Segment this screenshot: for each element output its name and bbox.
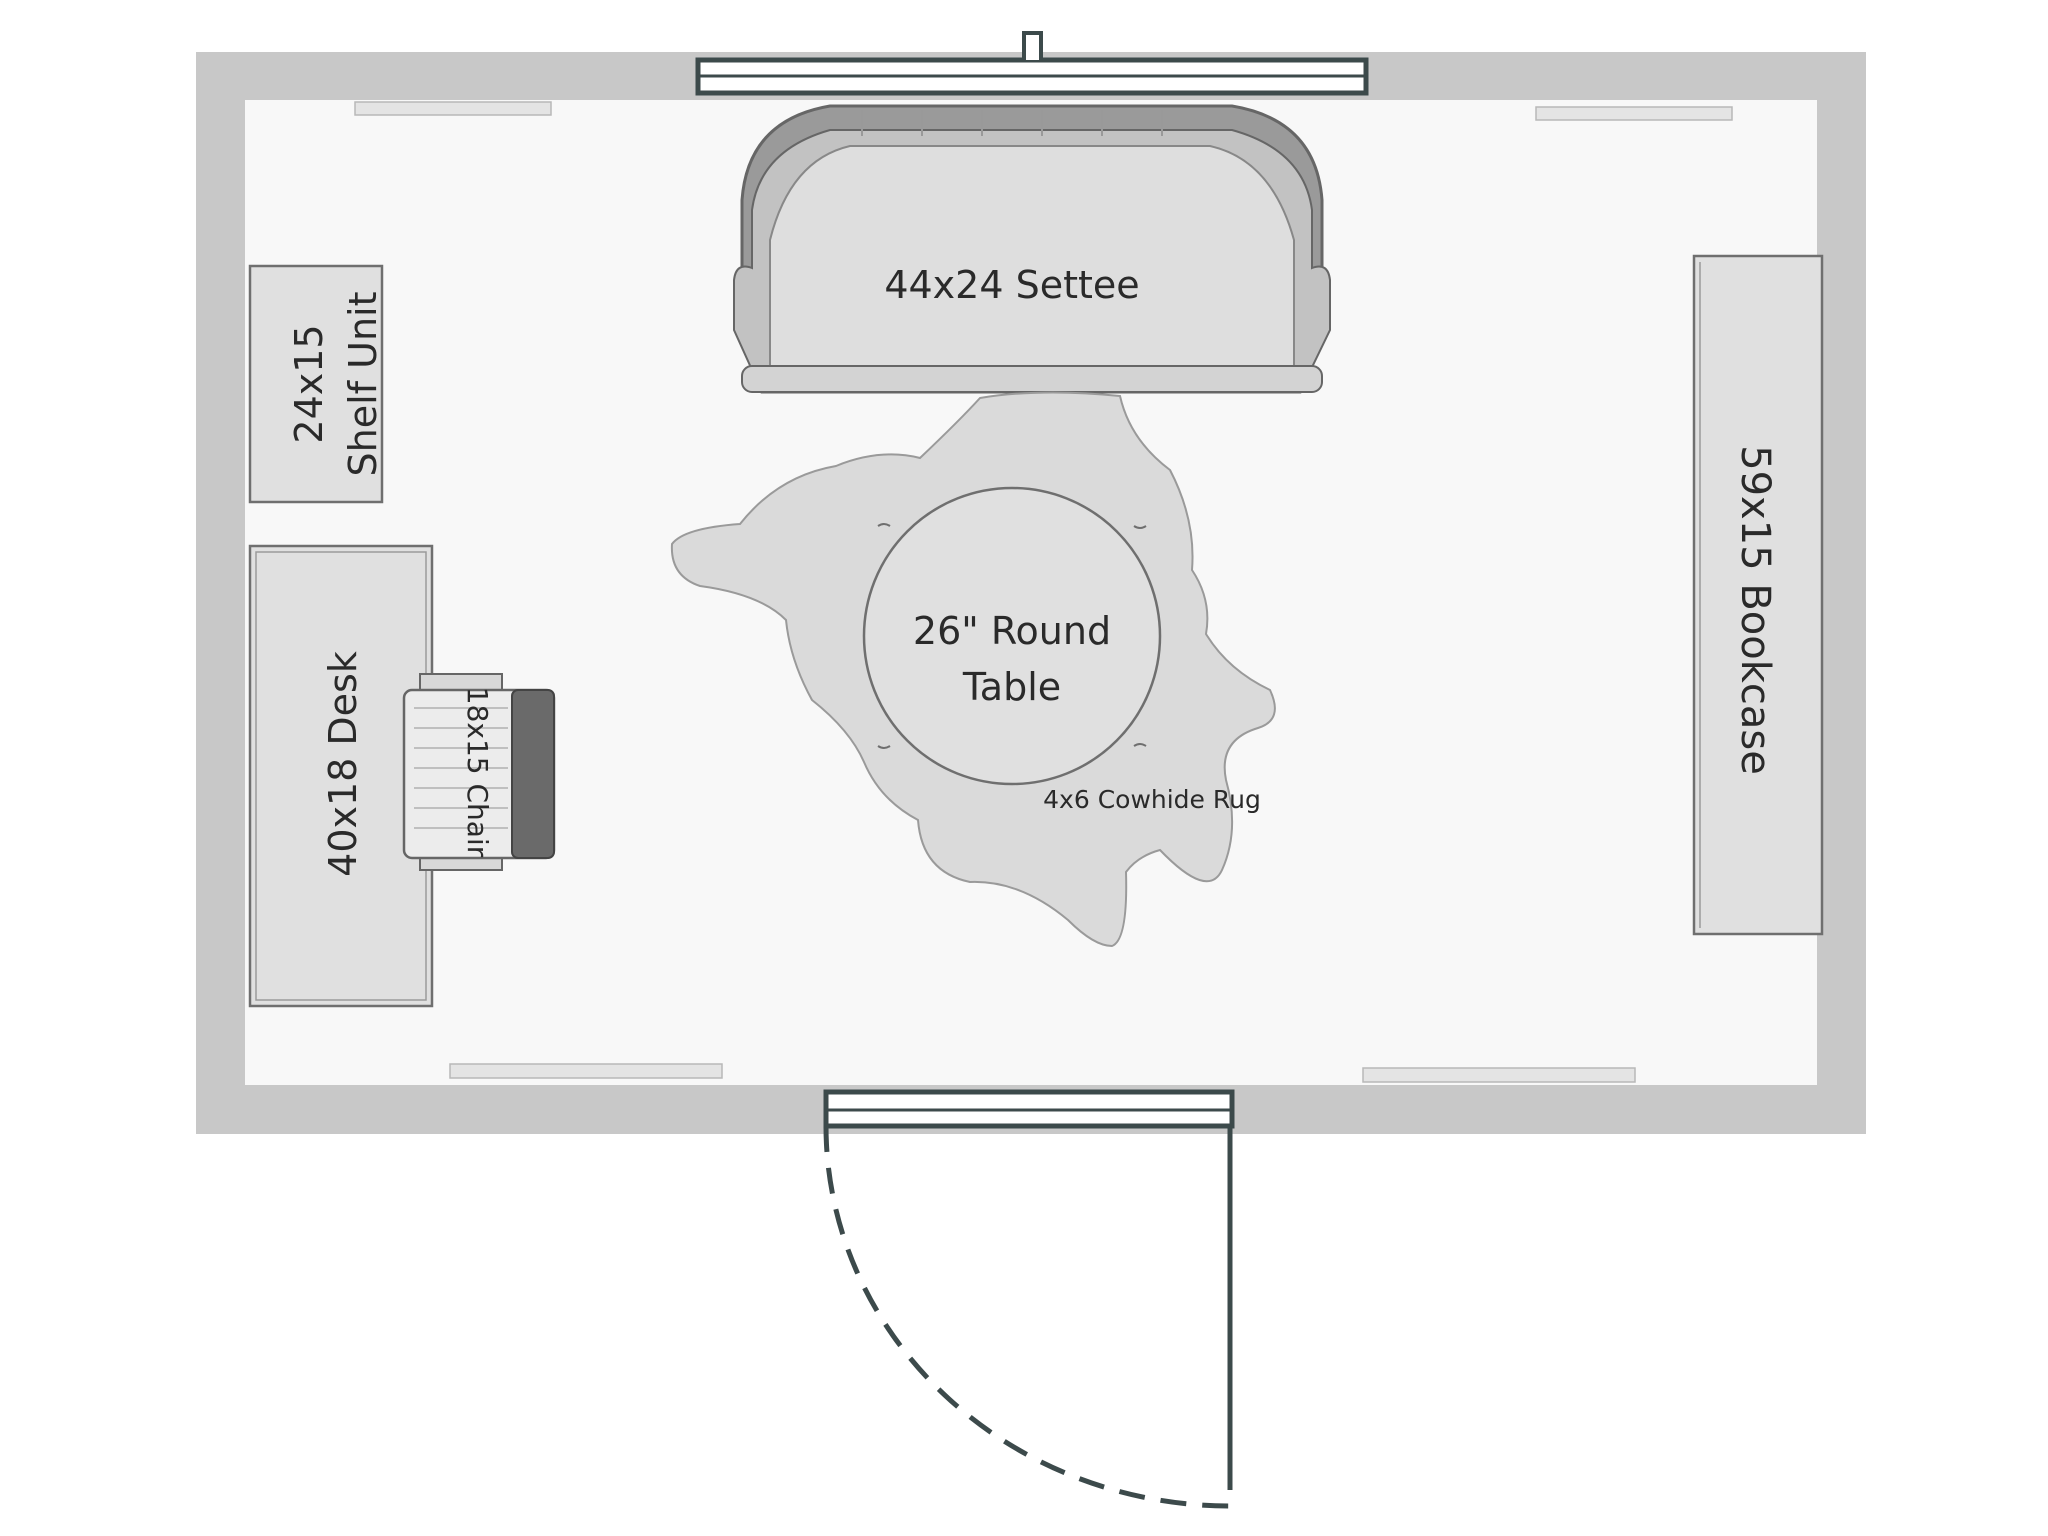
chair[interactable]: 18x15 Chair — [402, 673, 556, 871]
door-swing-arc — [823, 1125, 1231, 1509]
shelf-unit-label-line1: 24x15 — [287, 324, 331, 443]
chair-label: 18x15 Chair — [461, 687, 494, 858]
desk-label: 40x18 Desk — [321, 651, 365, 877]
radiator-icon — [449, 1063, 723, 1079]
round-table-label-line1: 26" Round — [913, 609, 1111, 653]
round-table-label-line2: Table — [962, 665, 1061, 709]
settee-tufting — [861, 110, 1163, 136]
rug-label: 4x6 Cowhide Rug — [1043, 785, 1261, 814]
door-icon — [823, 1089, 1235, 1509]
settee-label: 44x24 Settee — [884, 263, 1139, 307]
settee[interactable]: 44x24 Settee — [733, 104, 1331, 394]
window-icon — [695, 31, 1369, 96]
round-table[interactable]: 26" Round Table — [862, 486, 1162, 786]
shelf-unit-label-line2: Shelf Unit — [341, 292, 385, 477]
desk[interactable]: 40x18 Desk — [248, 544, 434, 1008]
bookcase-label: 59x15 Bookcase — [1732, 445, 1778, 775]
radiator-icon — [1362, 1067, 1636, 1083]
radiator-icon — [1535, 106, 1733, 121]
bookcase[interactable]: 59x15 Bookcase — [1692, 254, 1824, 936]
radiator-icon — [354, 101, 552, 116]
shelf-unit[interactable]: 24x15 Shelf Unit — [248, 264, 385, 504]
